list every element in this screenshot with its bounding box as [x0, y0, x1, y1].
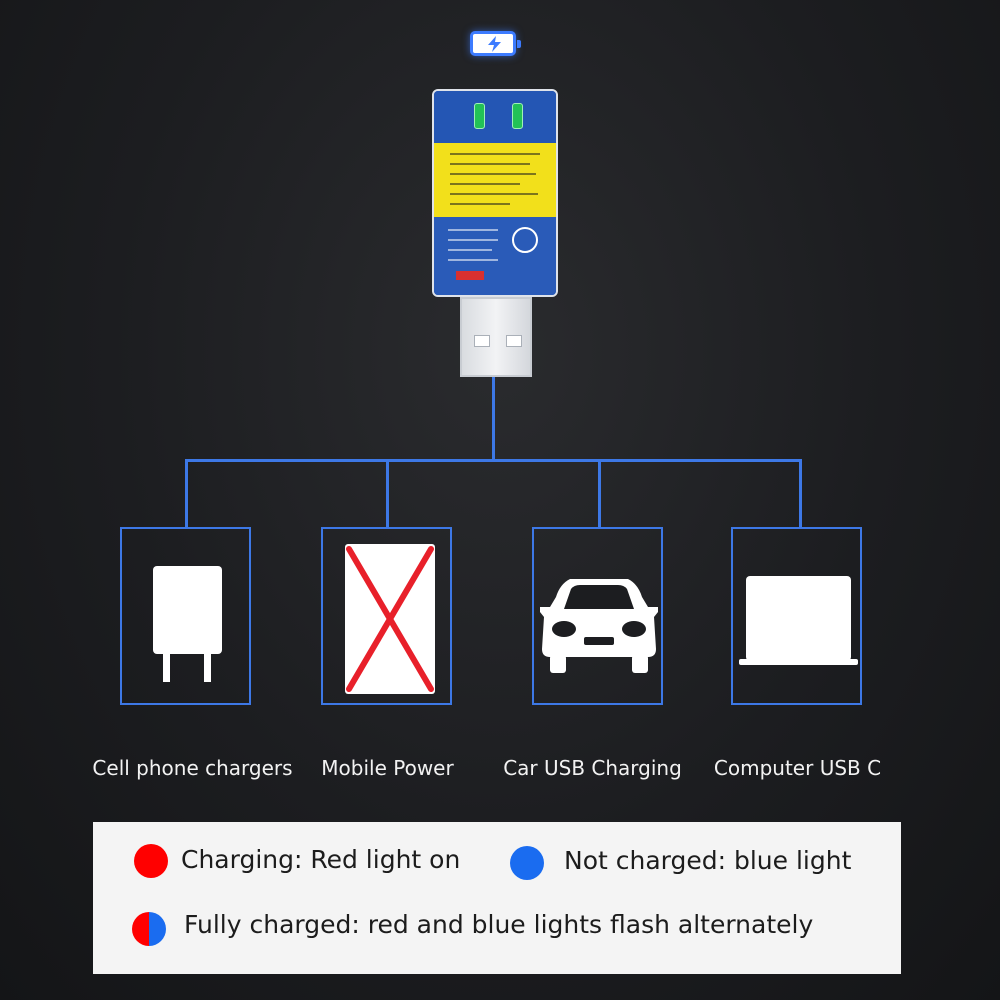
usb-plug [460, 297, 532, 377]
wall-charger-icon [153, 566, 222, 682]
device-label-mobile-power: Mobile Power [321, 756, 454, 780]
red-blue-dot-icon [132, 912, 166, 946]
device-label-cell-phone-chargers: Cell phone chargers [92, 756, 293, 780]
connector-bus [185, 459, 802, 462]
legend-charging: Charging: Red light on [181, 845, 461, 874]
device-box-mobile-power [321, 527, 452, 705]
laptop-icon [739, 576, 858, 665]
battery-charging-icon [470, 31, 521, 56]
device-box-car-usb [532, 527, 663, 705]
device-box-cell-phone-charger [120, 527, 251, 705]
car-icon [540, 579, 658, 673]
connector-branch [386, 459, 389, 527]
legend-box: Charging: Red light on Not charged: blue… [93, 822, 901, 974]
connector-branch [185, 459, 188, 527]
connector-branch [799, 459, 802, 527]
device-label-car-usb-charging: Car USB Charging [503, 756, 682, 780]
usb-battery-icon [432, 89, 558, 297]
power-bank-crossed-icon [345, 544, 435, 694]
device-label-computer-usb-c: Computer USB C [713, 756, 882, 780]
legend-fully-charged: Fully charged: red and blue lights flash… [184, 910, 814, 939]
connector-trunk [492, 377, 495, 461]
connector-branch [598, 459, 601, 527]
device-box-computer [731, 527, 862, 705]
red-dot-icon [134, 844, 168, 878]
legend-not-charged: Not charged: blue light [564, 846, 852, 875]
blue-dot-icon [510, 846, 544, 880]
